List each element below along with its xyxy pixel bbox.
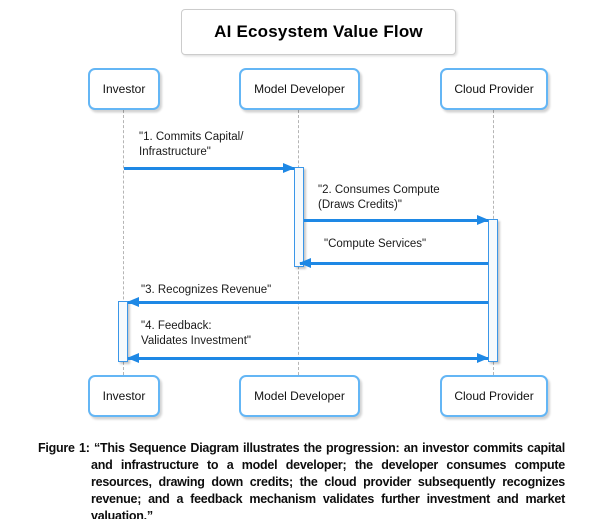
figure-caption: Figure 1: “This Sequence Diagram illustr… [38,440,565,519]
actor-bottom-investor: Investor [88,375,160,417]
message-5-arrow [127,353,489,363]
actor-top-cloud-provider: Cloud Provider [440,68,548,110]
actor-label: Cloud Provider [454,389,534,403]
message-4-arrow [127,297,488,307]
arrowhead-left-icon [127,297,139,307]
caption-label: Figure 1: [38,441,90,455]
message-1-arrow [124,163,295,173]
actor-label: Model Developer [254,82,345,96]
activation-bar-cloud-provider [488,219,498,362]
lifeline-investor [123,110,124,375]
actor-label: Cloud Provider [454,82,534,96]
arrowhead-left-icon [299,258,311,268]
actor-top-investor: Investor [88,68,160,110]
arrowhead-right-icon [283,163,295,173]
caption-text: “This Sequence Diagram illustrates the p… [91,441,565,519]
arrowhead-right-icon [477,215,489,225]
actor-label: Investor [102,82,146,96]
diagram-title: AI Ecosystem Value Flow [214,22,423,41]
activation-bar-model-developer [294,167,304,267]
actor-top-model-developer: Model Developer [239,68,360,110]
actor-label: Model Developer [254,389,345,403]
message-3-arrow [299,258,488,268]
arrowhead-left-icon [127,353,139,363]
message-2-arrow [304,215,489,225]
message-1-label: "1. Commits Capital/ Infrastructure" [139,131,244,158]
message-3-label: "Compute Services" [324,238,427,250]
message-4-label: "3. Recognizes Revenue" [141,284,272,296]
arrowhead-right-icon [477,353,489,363]
diagram-title-box: AI Ecosystem Value Flow [181,9,456,55]
actor-bottom-model-developer: Model Developer [239,375,360,417]
message-2-label: "2. Consumes Compute (Draws Credits)" [318,184,440,211]
actor-bottom-cloud-provider: Cloud Provider [440,375,548,417]
message-5-label: "4. Feedback: Validates Investment" [141,320,251,347]
actor-label: Investor [102,389,146,403]
activation-bar-investor [118,301,128,362]
